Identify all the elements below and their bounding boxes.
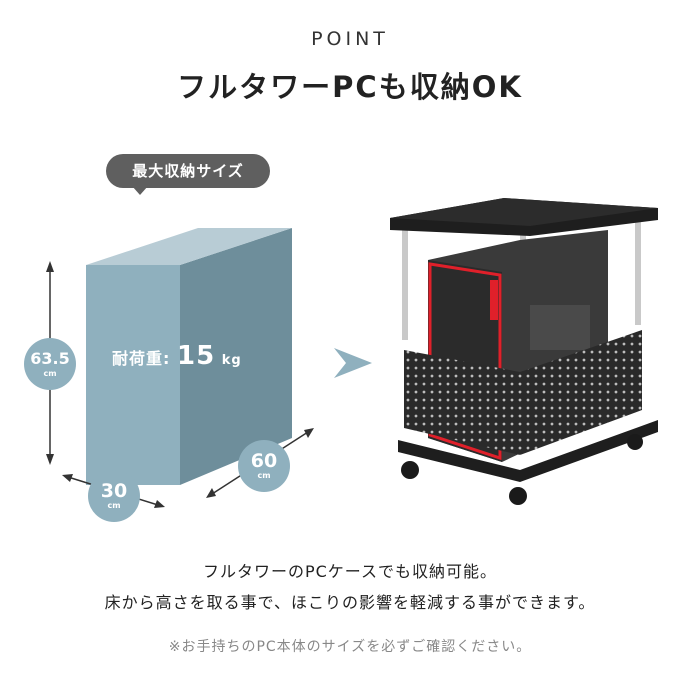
box-side-face	[180, 228, 292, 485]
box-front-face	[86, 265, 180, 485]
base-board	[398, 420, 658, 482]
width-badge: 30 cm	[88, 470, 140, 522]
max-size-badge: 最大収納サイズ	[106, 154, 270, 188]
size-check-note: ※お手持ちのPC本体のサイズを必ずご確認ください。	[168, 639, 532, 655]
height-badge: 63.5 cm	[24, 338, 76, 390]
width-arrow-left	[62, 474, 73, 482]
height-arrow-top	[46, 261, 54, 272]
page-title: フルタワーPCも収納OK	[177, 70, 523, 104]
side-mesh-panel	[520, 330, 642, 455]
height-unit: cm	[43, 369, 57, 378]
width-arrow-right	[154, 500, 165, 508]
chevron-right-icon	[334, 348, 372, 378]
pole-back-right	[635, 215, 641, 325]
depth-badge: 60 cm	[238, 440, 290, 492]
load-value: 15	[176, 341, 216, 371]
point-eyebrow: POINT	[311, 28, 389, 50]
depth-value: 60	[250, 450, 278, 472]
description-line-2: 床から高さを取る事で、ほこりの影響を軽減する事ができます。	[104, 593, 596, 612]
load-capacity: 耐荷重: 15 kg	[112, 341, 242, 371]
depth-arrow-left	[206, 488, 216, 498]
front-mesh-panel	[404, 350, 520, 455]
box-top-face	[86, 228, 292, 265]
depth-arrow-right	[304, 428, 314, 438]
caster-front-left	[401, 461, 419, 479]
load-label: 耐荷重:	[112, 349, 171, 368]
caster-back-right	[627, 434, 643, 450]
badge-pointer	[132, 186, 148, 195]
pc-wagon-product-image	[390, 198, 658, 505]
height-value: 63.5	[30, 349, 70, 368]
pc-red-panel	[490, 280, 498, 320]
depth-unit: cm	[257, 471, 271, 480]
width-unit: cm	[107, 501, 121, 510]
width-value: 30	[100, 480, 128, 502]
height-arrow-bottom	[46, 454, 54, 465]
pc-window	[530, 305, 590, 350]
top-board-surface	[390, 198, 658, 226]
caster-front-right	[509, 487, 527, 505]
pole-front-left	[402, 220, 408, 340]
load-unit: kg	[221, 353, 242, 368]
description-line-1: フルタワーのPCケースでも収納可能。	[202, 562, 498, 581]
